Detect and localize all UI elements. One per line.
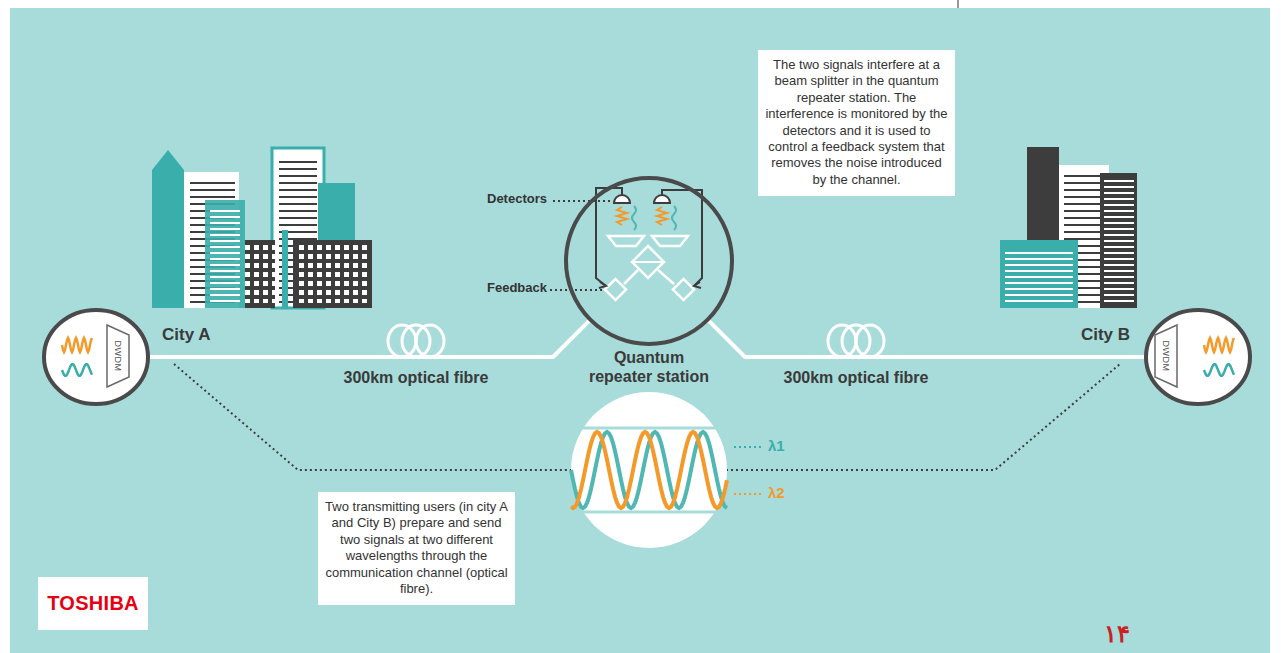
dwdm-label: DWDM — [1161, 341, 1171, 372]
dotted-line — [726, 364, 1120, 470]
dwdm-mux: DWDM — [1155, 325, 1177, 387]
callout-text: The two signals interfere at a beam spli… — [763, 57, 950, 188]
city-b-buildings — [1000, 147, 1137, 308]
wavelength-label: λ1 — [768, 438, 785, 453]
logo-box: TOSHIBA — [38, 577, 148, 630]
terminal-outline — [44, 310, 148, 404]
windows — [295, 243, 371, 303]
wave-bound — [574, 427, 724, 430]
wave-disc — [571, 392, 727, 548]
callout-box: Two transmitting users (in city A and Ci… — [318, 492, 515, 605]
wave-lambda2 — [571, 432, 727, 508]
watermark: ۱۴ — [1104, 622, 1130, 646]
city-name: City A — [162, 325, 211, 345]
repeater-svg — [564, 176, 734, 346]
part-label: Detectors — [487, 192, 547, 205]
wave-bound — [574, 511, 724, 514]
detector — [654, 195, 670, 203]
building — [293, 240, 372, 308]
brand-logo: TOSHIBA — [47, 592, 139, 615]
feedback-loop — [596, 188, 622, 286]
leader-line — [550, 289, 604, 291]
city-terminal: City ADWDM — [42, 308, 150, 406]
repeater-circle: Quantum repeater station — [564, 176, 734, 346]
building — [1000, 240, 1078, 308]
arrow-head — [694, 282, 701, 288]
beam-path — [624, 270, 638, 284]
optical-fibre — [708, 320, 1144, 357]
building — [282, 230, 288, 308]
feedback-modulator — [673, 279, 694, 300]
leader-line — [734, 446, 764, 448]
wavelength-label: λ2 — [768, 485, 785, 500]
dotted-line — [174, 364, 572, 470]
building — [205, 200, 245, 308]
building — [184, 172, 239, 308]
coil-loop — [416, 325, 444, 357]
dwdm-label: DWDM — [113, 341, 123, 372]
tower-roof — [152, 150, 184, 170]
coil-loop — [856, 325, 884, 357]
callout-box: The two signals interfere at a beam spli… — [758, 50, 955, 196]
dwdm-mux: DWDM — [107, 325, 129, 387]
repeater-internals — [596, 188, 702, 300]
repeater-outline — [566, 178, 732, 344]
dwdm-outline — [1155, 325, 1177, 387]
beam-path — [658, 270, 674, 284]
beam-splitter — [632, 246, 664, 278]
building-stripes — [210, 206, 240, 306]
leader-line — [734, 493, 764, 495]
leader-line — [553, 200, 612, 202]
arrow-head — [599, 282, 606, 288]
detector-signal — [617, 207, 627, 225]
wave-lambda1 — [571, 432, 727, 508]
station-name: Quantum repeater station — [584, 348, 714, 386]
city-a-buildings — [152, 148, 372, 308]
detector-signal — [657, 207, 667, 225]
signal-wave — [62, 338, 92, 352]
windows — [245, 243, 275, 303]
callout-text: Two transmitting users (in city A and Ci… — [323, 499, 510, 597]
feedback-modulator — [605, 279, 626, 300]
fibre-length-label: 300km optical fibre — [784, 369, 929, 387]
detector — [614, 195, 630, 203]
terminal-outline — [1146, 310, 1250, 404]
building — [1100, 173, 1137, 308]
optical-fibre — [150, 320, 590, 357]
feedback-loop — [662, 190, 702, 286]
building-stripes — [1104, 180, 1134, 305]
terminal-circle-svg — [42, 308, 150, 406]
signal-wave — [62, 364, 92, 376]
edge-tick — [958, 0, 959, 8]
detector-signal — [632, 206, 636, 230]
building — [245, 240, 275, 308]
beam-splitter-line — [632, 261, 664, 263]
building-stripes — [1005, 248, 1073, 304]
part-label: Feedback — [487, 281, 547, 294]
background — [10, 8, 1270, 653]
tower — [152, 170, 184, 308]
city-terminal: City BDWDM — [1144, 308, 1252, 406]
dwdm-outline — [107, 325, 129, 387]
wavelength-circle — [571, 392, 727, 548]
signal-wave — [1204, 364, 1234, 376]
detector-signal — [672, 206, 676, 230]
city-name: City B — [1081, 325, 1130, 345]
signal-wave — [1204, 338, 1234, 352]
fibre-length-label: 300km optical fibre — [344, 369, 489, 387]
